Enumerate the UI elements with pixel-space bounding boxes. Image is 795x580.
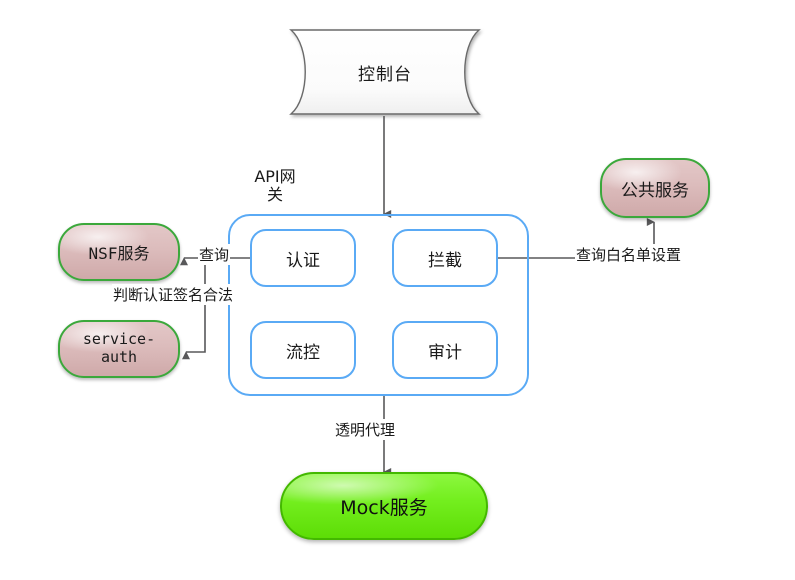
gateway-module-audit[interactable]: 审计	[392, 321, 498, 379]
gateway-module-auth-label: 认证	[286, 250, 320, 271]
gateway-label-line1: API网	[254, 167, 296, 186]
gateway-module-block-label: 拦截	[428, 250, 462, 271]
edge-label-transparent-proxy: 透明代理	[334, 419, 397, 440]
edge-label-query: 查询	[198, 244, 231, 265]
gateway-module-auth[interactable]: 认证	[250, 229, 356, 287]
node-public-service-label: 公共服务	[621, 180, 689, 201]
gateway-module-block[interactable]: 拦截	[392, 229, 498, 287]
node-console-label: 控制台	[358, 64, 412, 85]
gateway-module-audit-label: 审计	[428, 342, 462, 363]
gateway-container[interactable]	[228, 214, 529, 396]
gateway-module-flow-label: 流控	[286, 342, 320, 363]
node-service-auth-label-line1: service-	[82, 330, 156, 349]
edge-auth-to-service-auth	[182, 258, 206, 360]
node-public-service[interactable]: 公共服务	[600, 158, 710, 218]
edge-label-whitelist: 查询白名单设置	[575, 244, 683, 265]
gateway-label-line2: 关	[266, 185, 283, 205]
node-nsf-service[interactable]: NSF服务	[58, 223, 180, 281]
gateway-label: API网 关	[246, 167, 304, 205]
node-mock-service-label: Mock服务	[340, 496, 428, 519]
node-nsf-service-label: NSF服务	[88, 244, 150, 263]
node-console[interactable]: 控制台	[291, 28, 479, 116]
edge-label-sign-check: 判断认证签名合法	[112, 284, 235, 305]
node-service-auth-label-line2: auth	[100, 348, 138, 366]
gateway-module-flow[interactable]: 流控	[250, 321, 356, 379]
node-mock-service[interactable]: Mock服务	[280, 472, 488, 540]
node-service-auth[interactable]: service- auth	[58, 320, 180, 378]
console-shape	[289, 29, 481, 115]
